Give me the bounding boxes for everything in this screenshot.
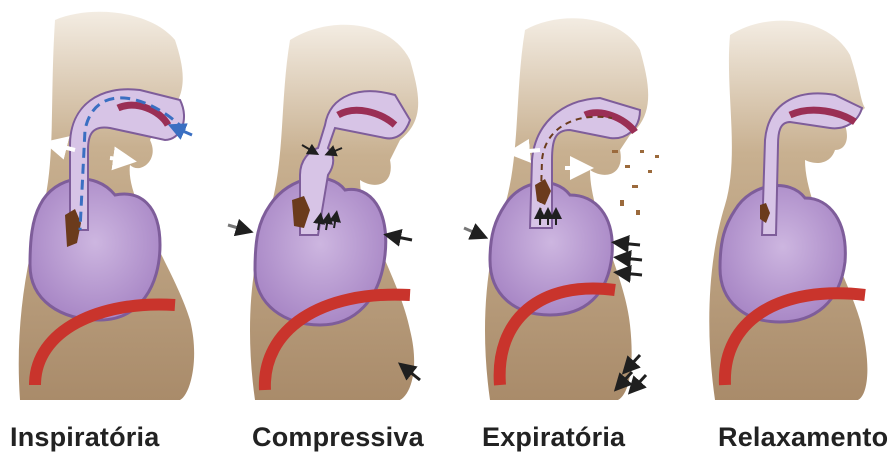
chest-force-arrow xyxy=(622,258,642,260)
panel-compressiva xyxy=(228,25,420,400)
caption-compressiva: Compressiva xyxy=(252,422,424,453)
chest-force-arrow xyxy=(620,243,640,245)
abdomen-force-arrow xyxy=(634,375,646,388)
chest-force-arrow xyxy=(392,236,412,240)
chest-force-arrow xyxy=(622,273,642,275)
panel-inspiratoria xyxy=(19,12,194,400)
panel-relaxamento xyxy=(709,21,867,400)
lung xyxy=(30,179,160,320)
white-arrow xyxy=(110,158,125,160)
caption-expiratoria: Expiratória xyxy=(482,422,625,453)
chest-force-arrow xyxy=(464,228,480,235)
panel-expiratoria xyxy=(464,18,659,400)
caption-inspiratoria: Inspiratória xyxy=(10,422,159,453)
caption-relaxamento: Relaxamento xyxy=(718,422,888,453)
chest-force-arrow xyxy=(228,225,245,230)
white-arrow xyxy=(518,150,540,152)
